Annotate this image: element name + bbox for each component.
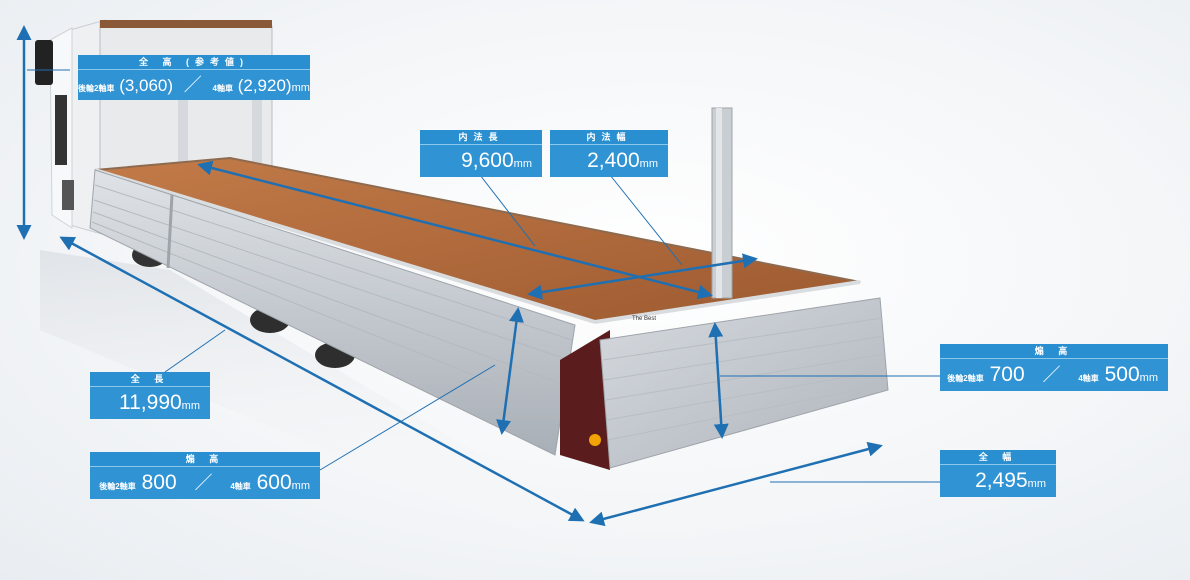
inner-length-number: 9,600 [461, 149, 514, 172]
overall-length-label: 全 長 11,990mm [90, 372, 210, 419]
overall-length-number: 11,990 [119, 391, 182, 414]
rear-gate-ribs [602, 317, 888, 441]
inner-length-unit: mm [513, 158, 532, 170]
overall-width-arrow [589, 441, 883, 527]
side-gate-value-b: 600 [256, 471, 292, 494]
rear-plate: The Best [632, 316, 656, 322]
rear-gate [599, 297, 889, 469]
side-gate-height-arrow [496, 307, 524, 435]
side-gate-height-value: 後輪2軸車 800 ／ 4軸車 600mm [90, 466, 320, 499]
rear-gate-value-b: 500 [1104, 363, 1140, 386]
overall-height-value-b: (2,920) [237, 76, 292, 95]
overall-height-title: 全 高 (参考値) [78, 55, 310, 69]
overall-width-value: 2,495mm [940, 464, 1056, 497]
overall-width-unit: mm [1027, 478, 1046, 490]
inner-length-title: 内法長 [420, 130, 542, 144]
side-gate-value-a: 800 [141, 471, 177, 494]
rear-lamp [589, 434, 601, 446]
overall-length-unit: mm [181, 400, 200, 412]
side-gate-prefix-b: 4軸車 [230, 482, 251, 491]
overall-width-number: 2,495 [975, 469, 1028, 492]
overall-height-unit: mm [291, 82, 310, 94]
overall-length-arrow [59, 236, 585, 522]
inner-width-value: 2,400mm [550, 144, 668, 177]
inner-width-label: 内法幅 2,400mm [550, 130, 668, 177]
side-gate-prefix-a: 後輪2軸車 [99, 482, 136, 491]
overall-height-prefix-a: 後輪2軸車 [78, 84, 115, 93]
overall-height-value-a: (3,060) [119, 76, 174, 95]
overall-height-label: 全 高 (参考値) 後輪2軸車 (3,060) ／ 4軸車 (2,920)mm [78, 55, 310, 100]
side-gate-height-title: 煽 高 [90, 452, 320, 466]
overall-height-value: 後輪2軸車 (3,060) ／ 4軸車 (2,920)mm [78, 69, 310, 100]
rear-gate-slash: ／ [1042, 365, 1061, 385]
rear-gate-height-title: 煽 高 [940, 344, 1168, 358]
overall-length-title: 全 長 [90, 372, 210, 386]
rear-gate-value-a: 700 [989, 363, 1025, 386]
inner-width-title: 内法幅 [550, 130, 668, 144]
deck-rail-rear [594, 280, 861, 324]
rear-gate-height-arrow [708, 322, 729, 439]
inner-width-number: 2,400 [587, 149, 640, 172]
side-gate-unit: mm [291, 480, 310, 492]
rear-gate-height-value: 後輪2軸車 700 ／ 4軸車 500mm [940, 358, 1168, 391]
side-gate-height-label: 煽 高 後輪2軸車 800 ／ 4軸車 600mm [90, 452, 320, 499]
overall-width-title: 全 幅 [940, 450, 1056, 464]
rear-gate-height-label: 煽 高 後輪2軸車 700 ／ 4軸車 500mm [940, 344, 1168, 391]
rear-stanchion [711, 107, 733, 299]
dimension-arrows [16, 25, 883, 527]
overall-width-label: 全 幅 2,495mm [940, 450, 1056, 497]
rear-gate-unit: mm [1139, 372, 1158, 384]
inner-length-label: 内法長 9,600mm [420, 130, 542, 177]
rear-gate-prefix-b: 4軸車 [1078, 374, 1099, 383]
leader-lines [27, 69, 940, 483]
overall-height-prefix-b: 4軸車 [212, 84, 233, 93]
overall-length-value: 11,990mm [90, 386, 210, 419]
rear-gate-prefix-a: 後輪2軸車 [947, 374, 984, 383]
inner-width-unit: mm [639, 158, 658, 170]
inner-length-value: 9,600mm [420, 144, 542, 177]
overall-height-slash: ／ [183, 75, 202, 95]
side-gate-slash: ／ [194, 473, 213, 493]
